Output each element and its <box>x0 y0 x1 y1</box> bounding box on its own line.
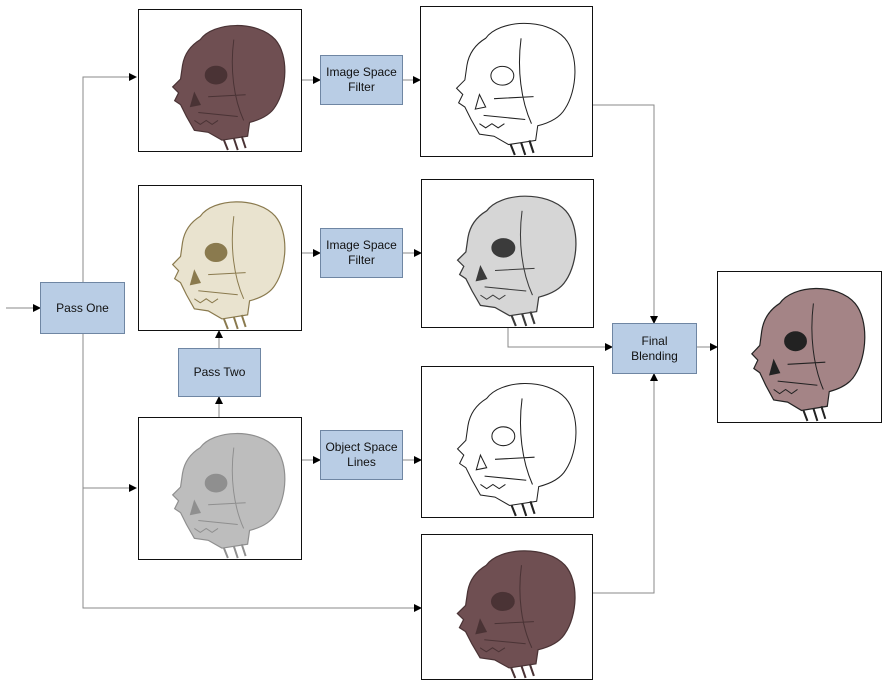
eye-socket <box>491 592 514 610</box>
image-space-filter-box-1: Image Space Filter <box>320 55 403 105</box>
render-gray <box>138 417 302 560</box>
skull-outline <box>457 551 575 668</box>
skull-outline <box>752 289 865 411</box>
skull-outline <box>173 434 285 549</box>
render-light-warm <box>138 185 302 331</box>
eye-socket <box>492 239 515 258</box>
eye-socket <box>205 474 227 492</box>
pass-one-to-gray-render <box>83 334 136 488</box>
skull-image <box>139 10 301 151</box>
teeth <box>479 124 504 128</box>
eye-socket <box>492 427 515 446</box>
render-dark-shaded <box>138 9 302 152</box>
skull-image <box>422 180 593 327</box>
eye-socket <box>205 243 227 261</box>
pass-one-box: Pass One <box>40 282 125 334</box>
bottom-to-blend <box>593 374 654 593</box>
eye-socket <box>491 66 514 85</box>
skull-image <box>422 535 592 679</box>
skull-image <box>421 7 592 156</box>
final-blending-box: Final Blending <box>612 323 697 374</box>
skull-outline <box>173 26 285 141</box>
edges-to-blend <box>593 105 654 323</box>
nasal-cavity <box>476 455 486 470</box>
bone-contours <box>484 38 534 123</box>
pass-two-box: Pass Two <box>178 348 261 397</box>
vertebrae <box>512 501 535 516</box>
eye-socket <box>785 332 807 351</box>
nasal-cavity <box>475 95 485 110</box>
eye-socket <box>205 66 227 84</box>
skull-outline <box>458 384 576 506</box>
render-dark-shaded-2 <box>421 534 593 680</box>
skull-image <box>718 272 881 422</box>
render-gray-filtered <box>421 179 594 328</box>
skull-image <box>422 367 593 517</box>
skull-outline <box>173 202 285 319</box>
skull-image <box>139 418 301 559</box>
vertebrae <box>511 140 534 155</box>
render-object-lines <box>421 366 594 518</box>
skull-image <box>139 186 301 330</box>
render-edge-lines <box>420 6 593 157</box>
render-final-blend <box>717 271 882 423</box>
pass-one-to-top-render <box>83 77 136 282</box>
bone-contours <box>485 398 535 484</box>
skull-outline <box>458 196 576 316</box>
object-space-lines-box: Object Space Lines <box>320 430 403 480</box>
image-space-filter-box-2: Image Space Filter <box>320 228 403 278</box>
skull-outline <box>457 23 575 144</box>
teeth <box>480 484 505 488</box>
grayfilter-to-blend <box>508 328 612 347</box>
